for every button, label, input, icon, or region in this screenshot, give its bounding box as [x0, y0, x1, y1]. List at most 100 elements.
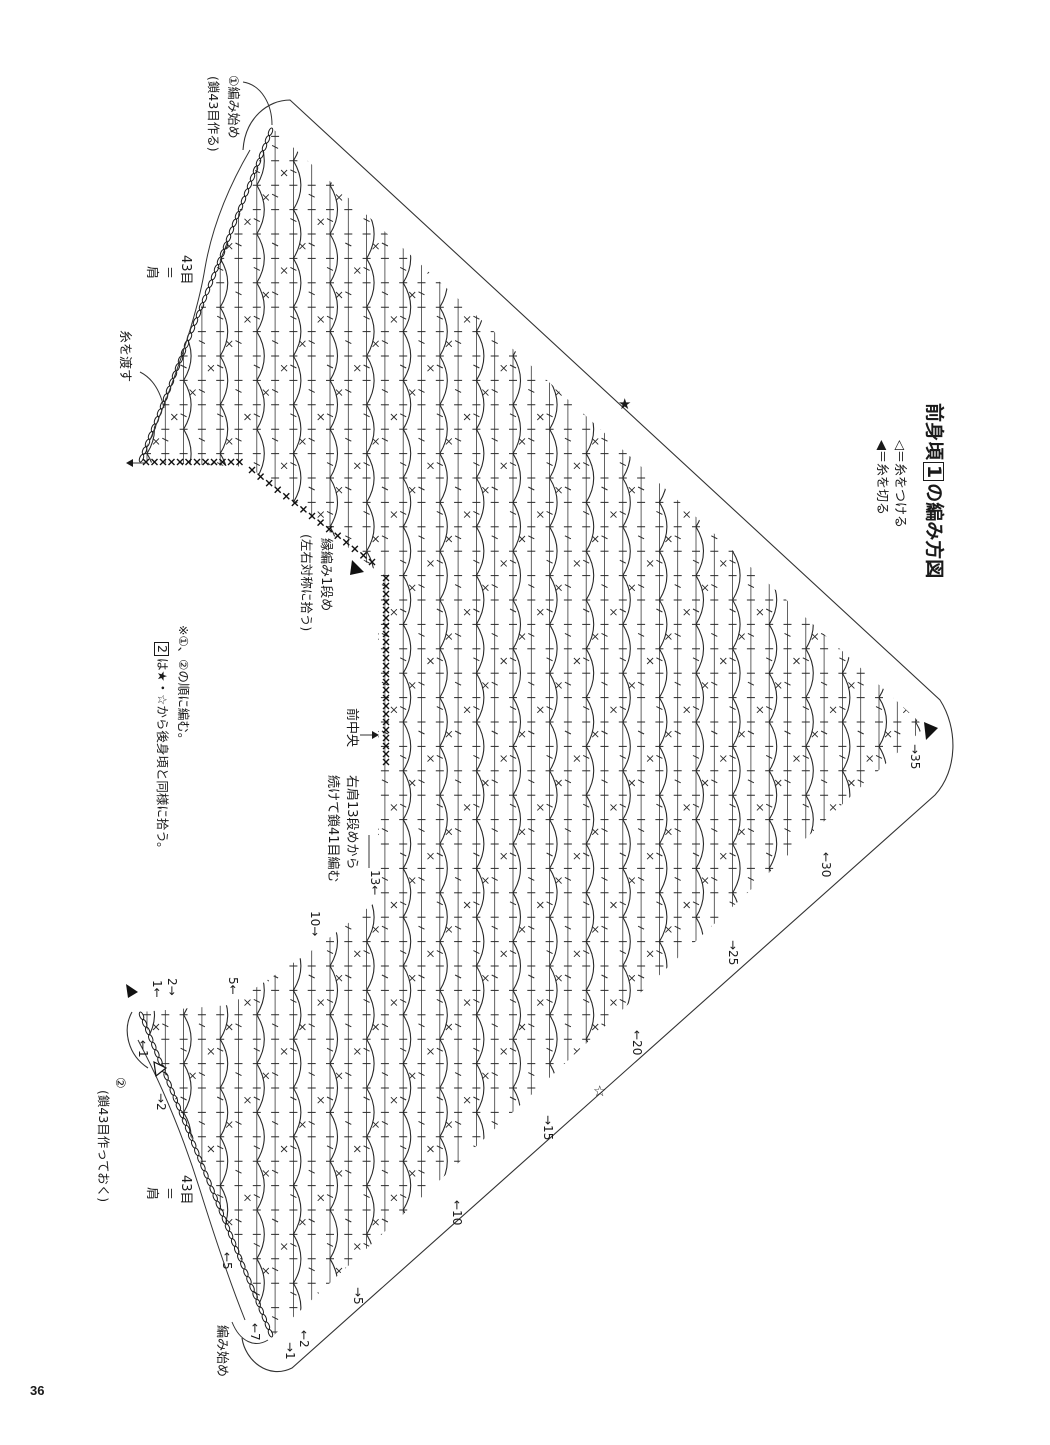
chain-loop: [329, 1063, 339, 1113]
stitch-slash: [912, 1145, 919, 1150]
stitch-slash: [399, 169, 407, 174]
stitch-slash: [491, 1120, 498, 1125]
stitch-slash: [418, 291, 425, 296]
stitch-slash: [436, 462, 444, 467]
chain-loop: [402, 1209, 412, 1260]
stitch-slash: [582, 364, 590, 369]
chain-loop: [622, 624, 631, 674]
row-number: ←20: [630, 1030, 644, 1056]
chain-loop: [695, 477, 705, 528]
single-crochet-mark: [848, 1267, 855, 1275]
chain-loop: [183, 184, 192, 235]
stitch-slash: [711, 876, 718, 881]
single-crochet-mark: [701, 389, 709, 396]
single-crochet-mark: [702, 1366, 708, 1372]
stitch-slash: [345, 925, 352, 930]
single-crochet-mark: [591, 926, 599, 933]
chain-loop: [658, 697, 668, 747]
stitch-slash: [528, 1120, 535, 1125]
stitch-slash: [692, 169, 700, 174]
chain-loop: [841, 1063, 851, 1113]
single-crochet-mark: [591, 535, 599, 543]
single-crochet-mark: [829, 901, 837, 909]
stitch-slash: [491, 388, 498, 393]
stitch-slash: [198, 340, 206, 345]
chain-loop: [585, 160, 595, 210]
single-crochet-mark: [482, 194, 489, 201]
stitch-slash: [473, 852, 480, 857]
stitch-slash: [235, 584, 242, 589]
chain-loop: [805, 1136, 814, 1186]
stitch-slash: [381, 340, 389, 345]
single-crochet-mark: [811, 340, 819, 348]
stitch-slash: [820, 584, 828, 589]
stitch-slash: [491, 584, 498, 589]
single-crochet-mark: [830, 121, 836, 127]
shoulder-bottom-name: 肩: [144, 1187, 159, 1201]
single-crochet-mark: [518, 1121, 526, 1128]
stitch-slash: [454, 876, 462, 881]
chain-loop: [841, 136, 851, 186]
single-crochet-mark: [518, 633, 526, 640]
chain-stitch: [237, 203, 244, 212]
stitch-slash: [198, 681, 206, 686]
chain-loop: [549, 1307, 558, 1337]
chain-loop: [329, 136, 339, 186]
chain-loop: [256, 1112, 265, 1162]
chain-loop: [329, 721, 339, 772]
title-text-after: の編み方図: [923, 483, 945, 579]
chain-loop: [732, 794, 741, 845]
stitch-slash: [381, 779, 389, 784]
chain-loop: [512, 892, 522, 942]
stitch-slash: [162, 1365, 168, 1368]
stitch-slash: [363, 462, 370, 467]
chain-loop: [475, 380, 485, 430]
stitch-slash: [436, 706, 444, 711]
single-crochet-mark: [335, 682, 343, 689]
stitch-slash: [418, 535, 425, 540]
stitch-slash: [363, 1145, 370, 1150]
chain-loop: [915, 868, 924, 918]
chain-loop: [841, 1307, 851, 1337]
single-crochet-mark: [463, 316, 471, 323]
chain-loop: [916, 1356, 924, 1405]
stitch-slash: [253, 218, 261, 223]
single-crochet-mark: [244, 218, 251, 226]
stitch-slash: [802, 1047, 810, 1052]
stitch-slash: [509, 266, 517, 271]
single-crochet-mark: [518, 242, 526, 250]
single-crochet-mark: [353, 169, 361, 177]
stitch-slash: [399, 998, 407, 1003]
single-crochet-mark: [866, 1048, 874, 1055]
chain-loop: [183, 1209, 192, 1260]
stitch-slash: [912, 364, 919, 369]
row-number: →5: [351, 1287, 365, 1305]
stitch-slash: [271, 1072, 279, 1077]
single-crochet-mark: [280, 1243, 288, 1250]
stitch-slash: [143, 315, 151, 320]
stitch-slash: [308, 632, 315, 637]
stitch-slash: [729, 608, 736, 613]
stitch-slash: [198, 1120, 206, 1125]
stitch-slash: [729, 218, 736, 223]
stitch-slash: [582, 803, 590, 808]
stitch-slash: [345, 1169, 352, 1174]
stitch-slash: [894, 1365, 900, 1368]
stitch-slash: [528, 193, 535, 198]
single-crochet-mark: [738, 828, 745, 836]
chain-loop: [366, 128, 375, 162]
stitch-slash: [308, 193, 315, 198]
stitch-slash: [729, 413, 736, 418]
stitch-slash: [216, 754, 224, 759]
chain-loop: [585, 794, 595, 845]
stitch-slash: [546, 315, 553, 320]
chain-loop: [732, 1185, 741, 1235]
chain-loop: [658, 648, 668, 698]
chain-loop: [256, 380, 265, 430]
chain-loop: [585, 843, 595, 894]
single-crochet-mark: [573, 169, 581, 177]
stitch-slash: [729, 1096, 736, 1101]
stitch-slash: [326, 462, 334, 467]
stitch-slash: [528, 632, 535, 637]
single-crochet-mark: [536, 1096, 544, 1104]
